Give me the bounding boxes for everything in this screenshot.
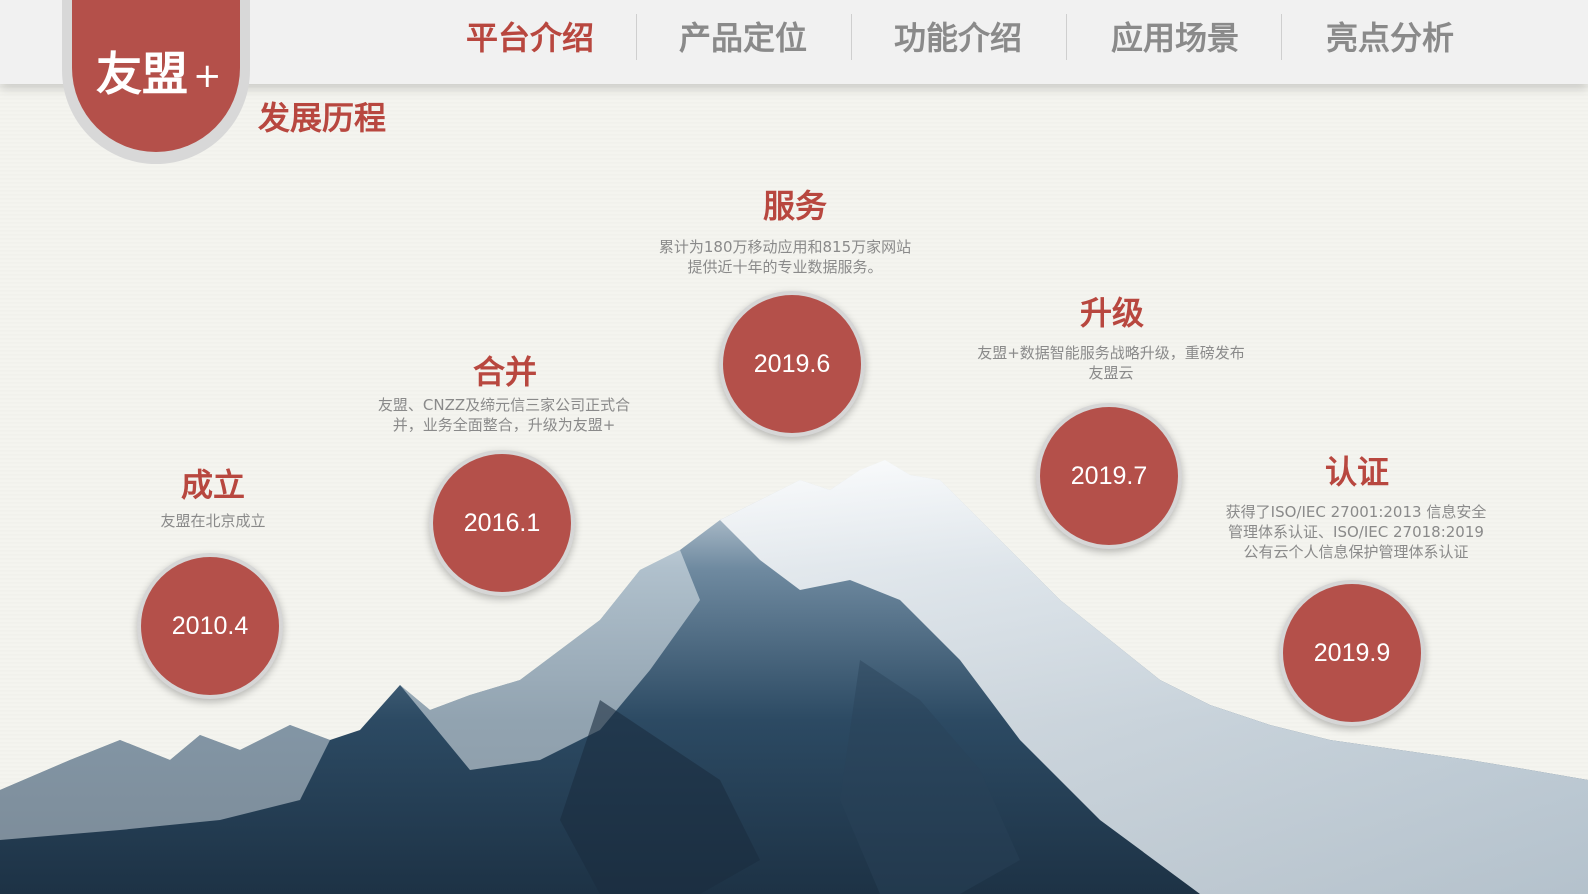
milestone-date: 2019.6 <box>753 349 831 378</box>
milestone-title: 服务 <box>762 187 827 225</box>
milestone-desc: 友盟、CNZZ及缔元信三家公司正式合并，业务全面整合，升级为友盟+ <box>377 396 631 434</box>
milestone-date-circle[interactable]: 2010.4 <box>137 553 283 699</box>
milestone-date: 2019.9 <box>1313 638 1391 667</box>
milestone-desc: 累计为180万移动应用和815万家网站提供近十年的专业数据服务。 <box>658 238 912 276</box>
nav-tab-product-positioning[interactable]: 产品定位 <box>678 19 807 57</box>
milestone-title: 认证 <box>1324 453 1389 491</box>
nav-tab-platform-intro[interactable]: 平台介绍 <box>465 19 594 57</box>
nav-tab-features[interactable]: 功能介绍 <box>893 19 1022 57</box>
nav-separator <box>851 14 852 60</box>
milestone-date-circle[interactable]: 2016.1 <box>429 450 575 596</box>
mountain-illustration <box>0 460 1588 894</box>
page-title: 发展历程 <box>258 99 387 137</box>
milestone-date-circle[interactable]: 2019.6 <box>719 291 865 437</box>
logo-plus: + <box>193 56 222 96</box>
top-nav-bar: 平台介绍 产品定位 功能介绍 应用场景 亮点分析 <box>0 0 1588 84</box>
nav-tab-highlights[interactable]: 亮点分析 <box>1325 19 1454 57</box>
nav-separator <box>1281 14 1282 60</box>
milestone-desc: 友盟在北京成立 <box>160 512 266 530</box>
logo-text: 友盟 <box>96 47 188 101</box>
logo-badge[interactable] <box>72 0 240 152</box>
milestone-title: 成立 <box>180 466 245 504</box>
milestone-date: 2019.7 <box>1070 461 1148 490</box>
milestone-desc: 获得了ISO/IEC 27001:2013 信息安全管理体系认证、ISO/IEC… <box>1225 503 1487 561</box>
milestone-date: 2016.1 <box>463 508 541 537</box>
milestone-desc: 友盟+数据智能服务战略升级，重磅发布友盟云 <box>977 344 1245 382</box>
milestone-date: 2010.4 <box>171 611 249 640</box>
milestone-date-circle[interactable]: 2019.7 <box>1036 403 1182 549</box>
milestone-date-circle[interactable]: 2019.9 <box>1279 580 1425 726</box>
nav-separator <box>636 14 637 60</box>
nav-separator <box>1066 14 1067 60</box>
nav-tab-scenarios[interactable]: 应用场景 <box>1110 19 1239 57</box>
milestone-title: 升级 <box>1079 294 1144 332</box>
milestone-title: 合并 <box>472 353 537 391</box>
